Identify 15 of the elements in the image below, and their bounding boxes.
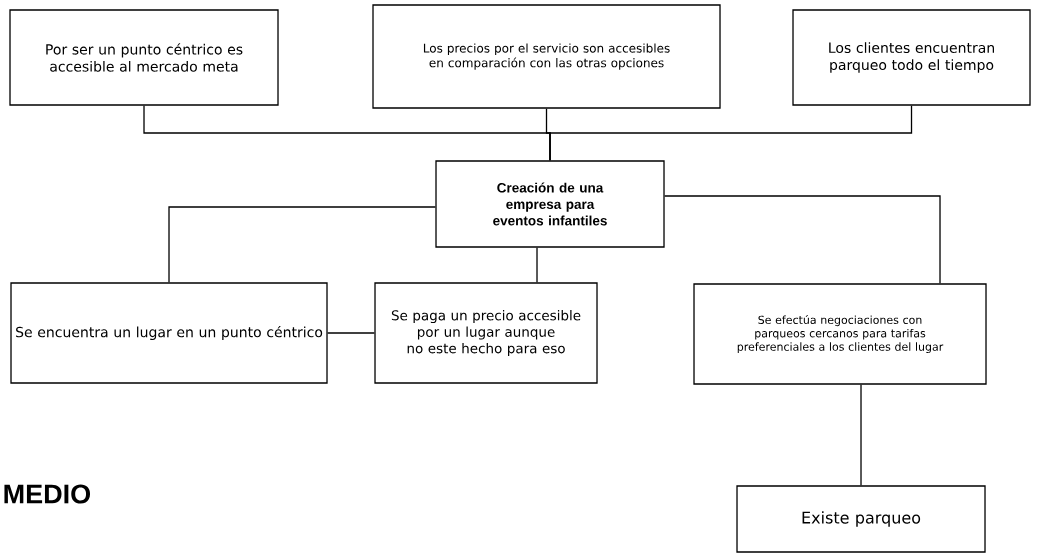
text-box: Existe parqueo bbox=[736, 485, 986, 553]
text-box: Los precios por el servicio son accesibles en comparación con las otras opciones bbox=[372, 4, 721, 109]
connector-line bbox=[327, 332, 375, 334]
text-box: Los clientes encuentran parqueo todo el tiempo bbox=[792, 9, 1031, 106]
section-heading: MEDIO bbox=[4, 484, 91, 504]
text-box: Se paga un precio accesible por un lugar aunque no este hecho para eso bbox=[374, 282, 598, 384]
text-box: Por ser un punto céntrico es accesible al mercado meta bbox=[9, 9, 279, 106]
connector-line bbox=[536, 247, 538, 283]
text-box: Creación de una empresa para eventos infantiles bbox=[435, 160, 665, 248]
connector-line bbox=[860, 384, 862, 486]
connector-line bbox=[549, 105, 913, 161]
connector-line bbox=[168, 206, 436, 283]
connector-line bbox=[664, 195, 941, 284]
text-box: Se efectúa negociaciones con parqueos cercanos para tarifas preferenciales a los clientes del lugar bbox=[693, 283, 987, 385]
text-box: Se encuentra un lugar en un punto céntrico bbox=[10, 282, 328, 384]
